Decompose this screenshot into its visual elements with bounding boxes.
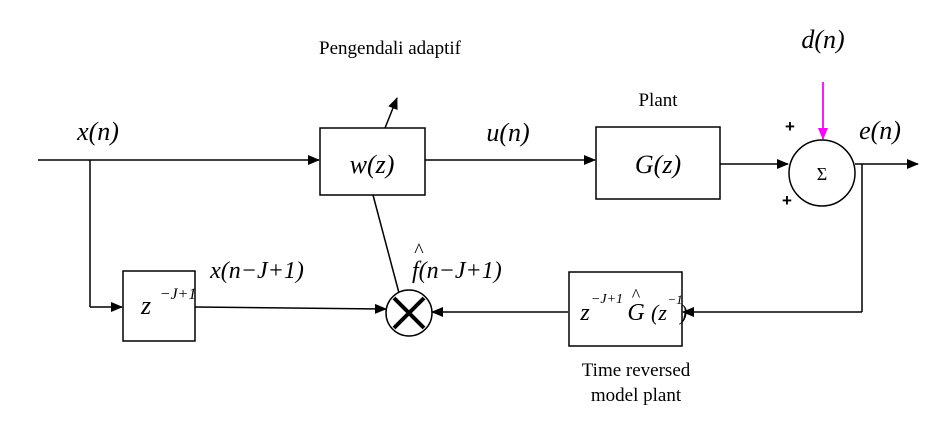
model-arg-open: (z xyxy=(651,300,667,325)
time-reversed-label-line1: Time reversed xyxy=(582,360,691,381)
model-exponent: −J+1 xyxy=(591,292,623,307)
plus-sign-top: + xyxy=(785,117,795,136)
plus-sign-bottom: + xyxy=(782,191,792,210)
connections xyxy=(38,97,919,317)
time-reversed-model-block: z −J+1 G ^ (z −1 ) xyxy=(568,271,687,347)
adaptive-filter-label: w(z) xyxy=(350,150,395,179)
model-arg-close: ) xyxy=(678,300,687,325)
model-arg-exponent: −1 xyxy=(667,292,682,307)
disturbance-label: d(n) xyxy=(801,25,844,54)
multiplier xyxy=(385,289,433,337)
error-signal-label: e(n) xyxy=(859,116,901,145)
signal-labels: Pengendali adaptif Plant Time reversed m… xyxy=(76,25,901,406)
filtered-error-hat: ^ xyxy=(414,240,424,262)
plant-block-label: G(z) xyxy=(635,150,681,179)
adaptive-controller-label: Pengendali adaptif xyxy=(319,38,462,59)
model-G: G xyxy=(627,300,644,326)
plant-title: Plant xyxy=(638,90,678,111)
summer-symbol: Σ xyxy=(817,164,827,184)
adaptive-filter-block: w(z) xyxy=(319,127,426,196)
delayed-input-label: x(n−J+1) xyxy=(209,258,304,284)
delay-block: z −J+1 xyxy=(122,270,197,342)
model-base: z xyxy=(579,300,590,326)
control-signal-label: u(n) xyxy=(486,118,529,147)
time-reversed-label-line2: model plant xyxy=(591,385,682,406)
filtered-error-label: f(n−J+1) xyxy=(412,258,502,284)
adaptation-arrow xyxy=(384,97,398,129)
summing-junction: Σ xyxy=(788,139,856,207)
delay-base: z xyxy=(140,291,151,320)
delay-to-multiplier-line xyxy=(194,303,387,314)
model-G-hat: ^ xyxy=(632,285,641,305)
input-signal-label: x(n) xyxy=(76,117,119,146)
delay-exponent: −J+1 xyxy=(160,286,197,303)
plant-block: G(z) xyxy=(595,126,721,200)
multiplier-to-filter-line xyxy=(372,194,400,294)
